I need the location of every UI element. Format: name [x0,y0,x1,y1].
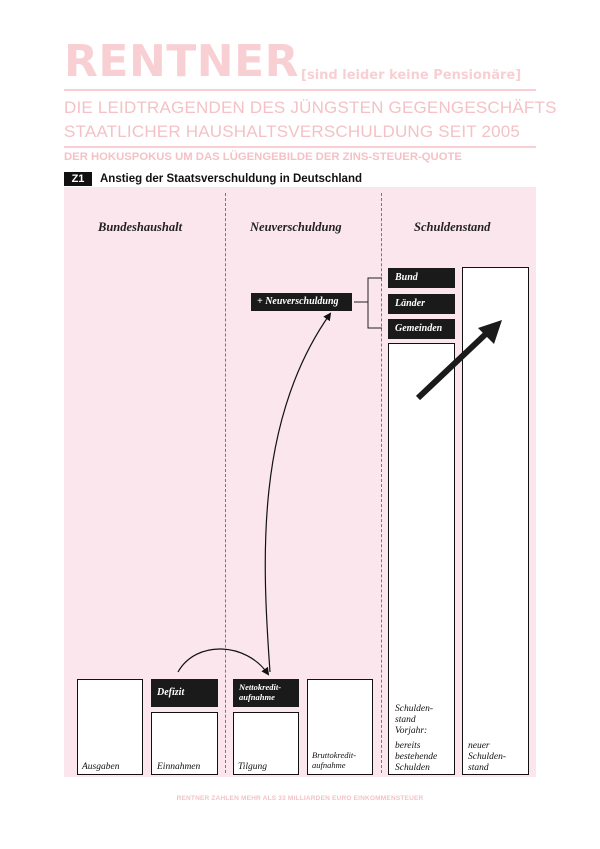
figure-title: Anstieg der Staatsverschuldung in Deutsc… [100,173,362,185]
lead-line-2: STAATLICHER HAUSHALTSVERSCHULDUNG SEIT 2… [64,122,521,141]
gemeinden-label: Gemeinden [388,319,455,339]
laender-label: Länder [388,294,455,314]
brutto-line-1: Bruttokredit- [312,750,357,760]
neuer-line-2: Schulden- [468,752,506,762]
bar-schuldenstand-vorjahr [388,343,455,775]
brand-subtitle: [sind leider keine Pensionäre] [301,68,522,83]
bestehend-line-3: Schulden [395,763,430,773]
diagonal-arrow-head [478,320,502,344]
curved-arrow-to-neuverschuldung [264,312,332,673]
brand-name: RENTNER [64,36,300,87]
brand-title: RENTNER[sind leider keine Pensionäre] [64,40,521,84]
curved-arrow-defizit-to-netto [177,648,270,676]
vorjahr-line-1: Schulden- [395,704,433,714]
bar-neuer-schuldenstand [462,267,529,775]
nettokreditaufnahme-label: Nettokredit- aufnahme [233,679,299,707]
column-heading-neuverschuldung: Neuverschuldung [250,220,342,234]
vorjahr-line-2: stand [395,715,416,725]
caption-schuldenstand-vorjahr: Schulden- stand Vorjahr: [395,704,433,737]
figure-label: Z1 Anstieg der Staatsverschuldung in Deu… [64,172,536,187]
page-footer: RENTNER ZAHLEN MEHR ALS 33 MILLIARDEN EU… [176,795,424,802]
column-heading-schuldenstand: Schuldenstand [414,220,491,234]
bund-label: Bund [388,268,455,288]
figure-panel [64,187,536,777]
brutto-line-2: aufnahme [312,760,346,770]
header-divider-bottom [64,146,536,148]
caption-ausgaben: Ausgaben [82,762,120,772]
brace-bund-gemeinden [354,277,382,329]
column-divider-1 [225,193,226,773]
box-bruttokreditaufnahme [307,679,373,775]
bestehend-line-2: bestehende [395,752,438,762]
box-einnahmen [151,712,218,775]
caption-tilgung: Tilgung [238,762,268,772]
netto-line-2: aufnahme [239,692,275,702]
lead-line-1: DIE LEIDTRAGENDEN DES JÜNGSTEN GEGENGESC… [64,98,557,117]
neuer-line-3: stand [468,763,489,773]
neuer-line-1: neuer [468,741,490,751]
netto-line-1: Nettokredit- [239,682,282,692]
bestehend-line-1: bereits [395,741,421,751]
header-divider-top [64,89,536,91]
box-ausgaben [77,679,143,775]
box-tilgung [233,712,299,775]
caption-einnahmen: Einnahmen [157,762,201,772]
neuverschuldung-label: + Neuverschuldung [251,293,352,311]
caption-neuer-schuldenstand: neuer Schulden- stand [468,741,506,774]
defizit-label: Defizit [151,679,218,707]
column-divider-2 [381,193,382,773]
caption-bruttokreditaufnahme: Bruttokredit- aufnahme [312,750,356,770]
vorjahr-line-3: Vorjahr: [395,726,428,736]
caption-bestehende-schulden: bereits bestehende Schulden [395,741,437,774]
column-heading-bundeshaushalt: Bundeshaushalt [98,220,183,234]
figure-badge: Z1 [64,172,92,186]
diagonal-arrow-shaft [415,327,493,401]
kicker: DER HOKUSPOKUS UM DAS LÜGENGEBILDE DER Z… [64,151,462,163]
